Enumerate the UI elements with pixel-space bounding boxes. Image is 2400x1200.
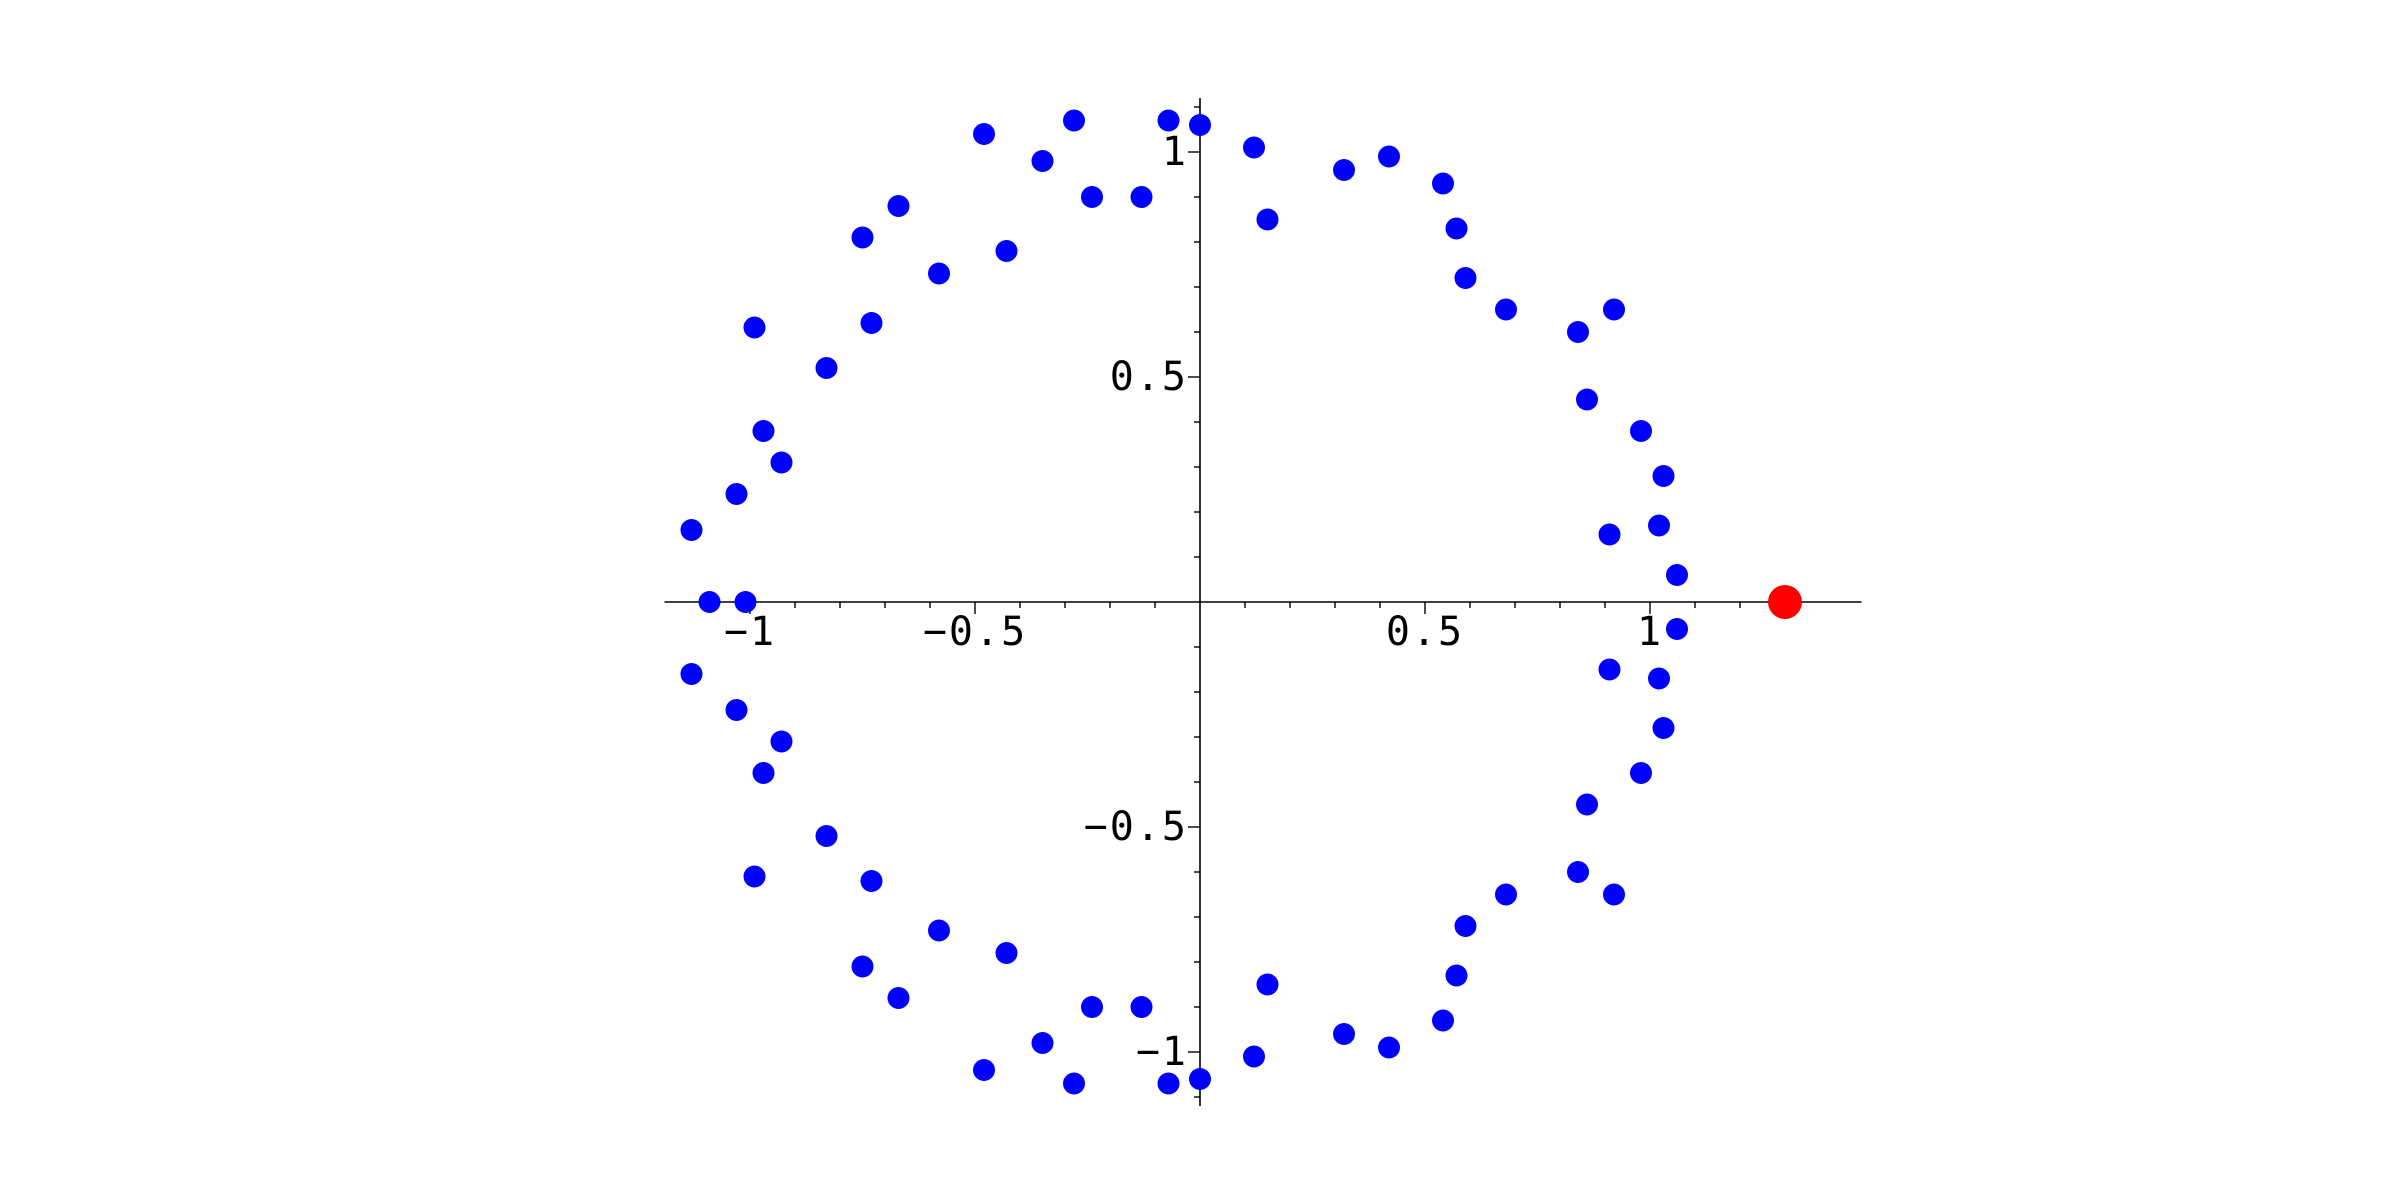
data-point xyxy=(815,825,838,847)
data-point xyxy=(1598,658,1621,681)
data-point xyxy=(1603,883,1625,906)
data-point xyxy=(1567,861,1589,883)
y-tick-label: 1 xyxy=(1162,129,1188,175)
x-tick-label: −1 xyxy=(724,609,776,655)
data-point xyxy=(1243,1045,1265,1068)
data-point xyxy=(770,730,793,753)
data-point xyxy=(1454,267,1477,289)
y-tick-label: −0.5 xyxy=(1084,804,1188,850)
data-point xyxy=(1495,298,1517,321)
data-point xyxy=(1603,298,1625,321)
data-point xyxy=(1333,1023,1355,1045)
data-point xyxy=(1081,996,1103,1018)
data-point xyxy=(1130,186,1153,208)
data-point xyxy=(1081,186,1103,208)
data-point xyxy=(973,1059,995,1081)
data-point xyxy=(1031,1032,1054,1054)
data-point xyxy=(1256,208,1279,231)
data-point xyxy=(1063,109,1085,132)
data-point xyxy=(1445,217,1468,240)
data-point xyxy=(1630,762,1652,784)
data-point xyxy=(1157,109,1180,132)
data-point xyxy=(815,357,838,379)
data-point xyxy=(928,919,950,942)
data-point xyxy=(1495,883,1517,906)
data-point xyxy=(928,262,950,285)
data-point xyxy=(860,870,883,892)
data-point xyxy=(752,762,775,784)
data-point xyxy=(1333,159,1355,181)
data-point xyxy=(1130,996,1153,1018)
x-tick-label: 0.5 xyxy=(1386,609,1464,655)
data-points xyxy=(680,109,1802,1095)
data-point xyxy=(1243,136,1265,159)
data-point xyxy=(1432,172,1454,195)
data-point xyxy=(770,451,793,474)
data-point xyxy=(1567,321,1589,343)
data-point xyxy=(1666,564,1688,586)
data-point xyxy=(1652,717,1675,739)
data-point xyxy=(1652,465,1675,487)
data-point xyxy=(851,226,874,249)
tick-marks xyxy=(704,106,1786,1098)
data-point xyxy=(1189,1068,1211,1090)
data-point xyxy=(1445,964,1468,987)
data-point xyxy=(698,591,721,613)
highlight-point xyxy=(1768,585,1802,619)
data-point xyxy=(725,483,748,505)
y-tick-label: −1 xyxy=(1136,1029,1188,1075)
y-tick-label: 0.5 xyxy=(1110,354,1188,400)
data-point xyxy=(887,195,910,217)
data-point xyxy=(1454,915,1477,937)
data-point xyxy=(1598,523,1621,546)
tick-labels: −1 −0.5 0.5 1 −1 −0.5 0.5 1 xyxy=(724,129,1663,1075)
data-point xyxy=(743,865,766,888)
data-point xyxy=(743,316,766,339)
data-point xyxy=(995,942,1018,964)
data-point xyxy=(1648,514,1670,537)
x-tick-label: −0.5 xyxy=(923,609,1027,655)
data-point xyxy=(887,987,910,1009)
data-point xyxy=(1189,114,1211,136)
data-point xyxy=(1031,150,1054,172)
data-point xyxy=(1378,145,1400,168)
data-point xyxy=(1576,793,1598,816)
data-point xyxy=(1256,973,1279,996)
data-point xyxy=(1157,1072,1180,1095)
data-point xyxy=(1432,1009,1454,1032)
data-point xyxy=(851,955,874,978)
data-point xyxy=(1630,420,1652,442)
data-point xyxy=(1378,1036,1400,1059)
data-point xyxy=(680,663,703,685)
data-point xyxy=(995,240,1018,262)
data-point xyxy=(752,420,775,442)
data-point xyxy=(1063,1072,1085,1095)
data-point xyxy=(680,519,703,541)
data-point xyxy=(1576,388,1598,411)
axes xyxy=(664,98,1862,1106)
x-tick-label: 1 xyxy=(1637,609,1663,655)
data-point xyxy=(725,699,748,721)
data-point xyxy=(734,591,757,613)
data-point xyxy=(1666,618,1688,640)
data-point xyxy=(860,312,883,334)
data-point xyxy=(973,123,995,145)
data-point xyxy=(1648,667,1670,690)
